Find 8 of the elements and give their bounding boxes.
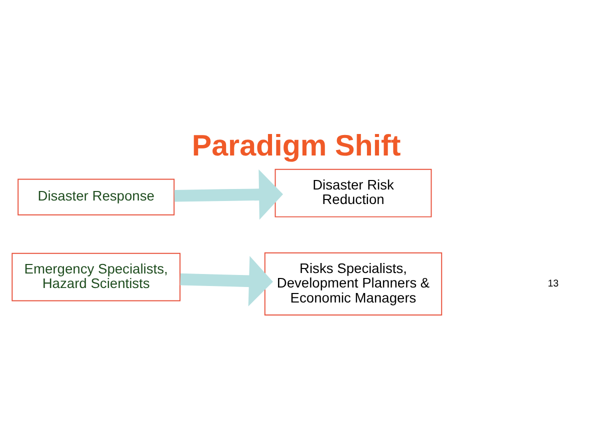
node-box: Emergency Specialists, Hazard Scientists [12,252,180,302]
arrow [174,169,284,220]
diagram-title: Paradigm Shift [192,130,401,163]
node-box: Risks Specialists, Development Planners & Economic Managers [264,252,442,316]
arrow [180,256,273,306]
node-box: Disaster Response [18,178,175,216]
label: 13 [548,278,559,290]
node-box: Disaster Risk Reduction [274,168,432,218]
